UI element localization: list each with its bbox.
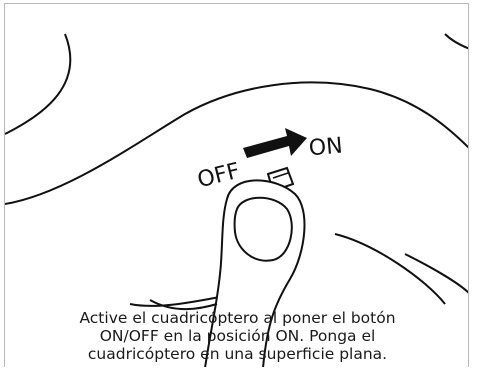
drone-body-corner-curve [444, 33, 468, 50]
switch-on-label: ON [308, 134, 344, 162]
drone-body-top-curve [5, 81, 468, 205]
finger-crease [149, 299, 218, 311]
drone-body-right-lower-curve [334, 233, 446, 305]
instruction-figure-frame: OFF ON Active el cuadricóptero al poner … [4, 3, 469, 367]
caption-line-3: cuadricóptero en una superficie plana. [87, 345, 388, 363]
caption-line-2: ON/OFF en la posición ON. Ponga el [99, 327, 376, 345]
fingernail [233, 196, 293, 262]
drone-body-far-right [404, 253, 468, 294]
switch-knob-detail [272, 172, 289, 179]
drone-body-left-curve [5, 33, 72, 135]
switch-arrow [243, 128, 307, 158]
instruction-caption: Active el cuadricóptero al poner el botó… [5, 309, 468, 363]
drone-switch-illustration: OFF ON [5, 33, 468, 367]
caption-line-1: Active el cuadricóptero al poner el botó… [79, 309, 396, 327]
